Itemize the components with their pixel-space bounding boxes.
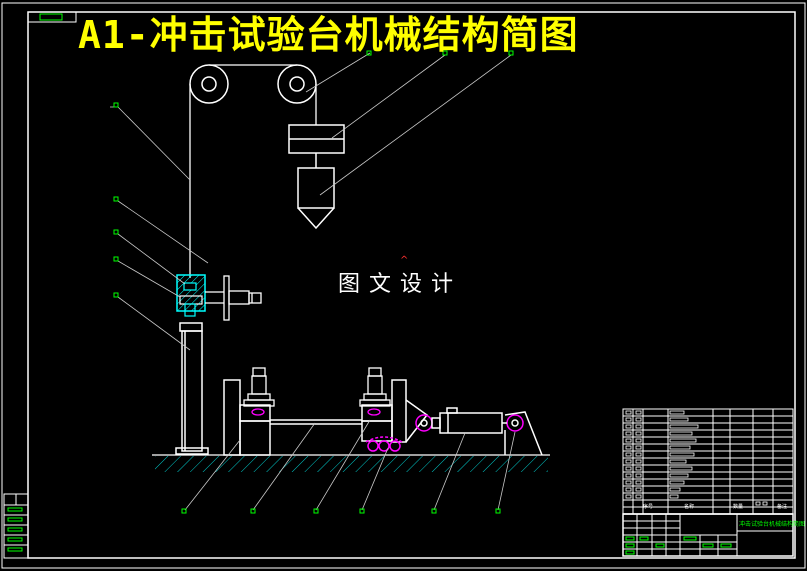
part-tags [113,50,514,514]
title-block-drawing-name: 冲击试验台机械结构简图 [739,520,805,528]
release-actuator [205,275,262,321]
watermark: 图文设计 [338,272,463,297]
margin-strip [3,493,29,559]
drawing-title: A1-冲击试验台机械结构简图 [78,13,579,57]
parts-list-header-qty: 数量 [733,503,743,510]
hydraulic-cylinder [405,399,543,456]
pulley-right [277,64,317,104]
release-clamp [176,274,206,317]
leader-lines [110,52,516,511]
arrow-marker: ^ [400,255,408,266]
drop-weight [288,124,345,168]
specimen-holder-right [359,367,391,416]
pulley-left [189,64,229,104]
hoist-rope [189,64,317,278]
parts-list [622,408,794,515]
impact-hammer [297,167,335,230]
parts-list-header-name: 名称 [684,503,694,510]
ground [152,454,550,472]
title-block [622,513,794,557]
parts-list-header-no: 序号 [643,503,653,510]
parts-list-entries [625,410,768,506]
roller-wheels [365,436,403,452]
test-bench [223,379,407,456]
parts-list-header-note: 备注 [777,503,787,510]
support-column [175,322,209,455]
specimen-holder-left [243,367,275,416]
